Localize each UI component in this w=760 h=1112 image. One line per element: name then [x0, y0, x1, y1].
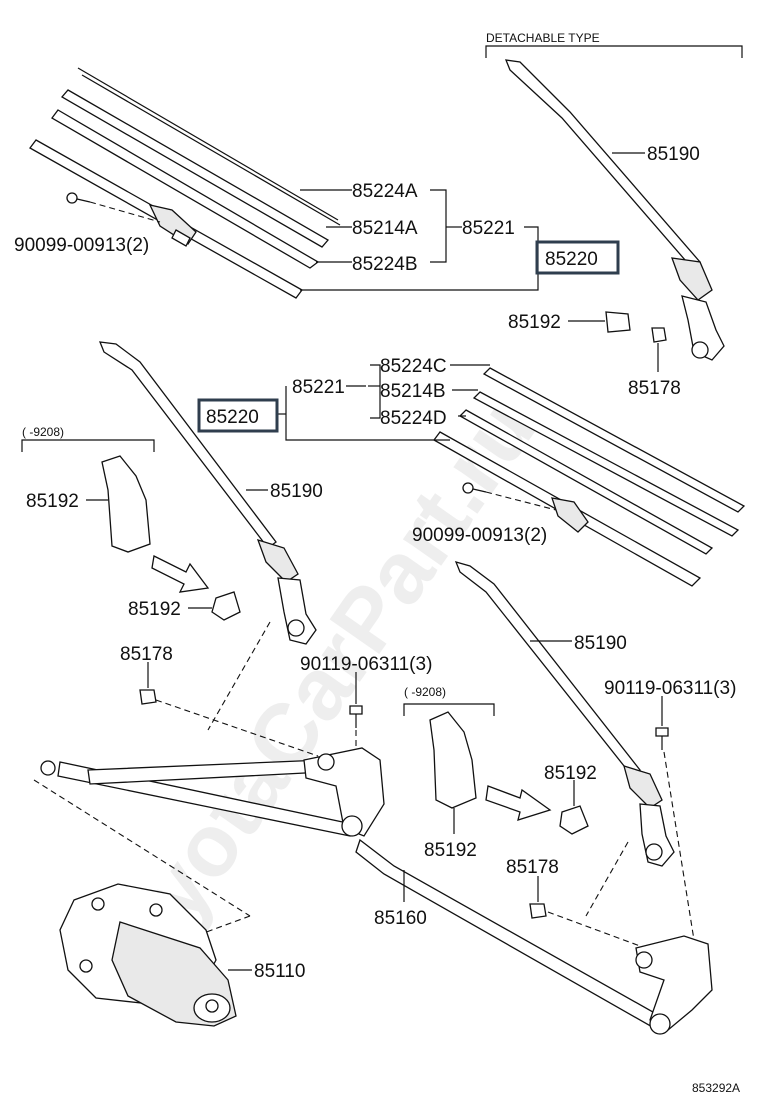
arrow-left [151, 555, 210, 593]
label-85220-mid: 85220 [206, 407, 259, 428]
label-85192-mid: 85192 [424, 840, 477, 861]
label-85221-mid: 85221 [292, 377, 345, 398]
cap-85192-tr [605, 311, 631, 333]
label-85224B: 85224B [352, 254, 418, 275]
cover-85192-left [101, 455, 151, 553]
header-detachable-type: DETACHABLE TYPE [486, 31, 600, 45]
highlight-box-85220-mid [197, 398, 279, 433]
label-85160: 85160 [374, 908, 427, 929]
label-85192-left-cap: 85192 [128, 599, 181, 620]
cap-85192-right [559, 805, 589, 835]
label-85190-right: 85190 [574, 633, 627, 654]
bolt-90119-right [655, 727, 669, 750]
label-85190-tr: 85190 [647, 144, 700, 165]
arrow-right [485, 785, 552, 821]
label-90119-mid: 90119-06311(3) [300, 654, 432, 675]
wiper-arm-mid [98, 341, 317, 645]
label-85192-right-cap: 85192 [544, 763, 597, 784]
label-90119-right: 90119-06311(3) [604, 678, 736, 699]
label-85224C: 85224C [380, 356, 447, 377]
label-85178-left: 85178 [120, 644, 173, 665]
cap-85192-left [211, 591, 241, 621]
label-85214A: 85214A [352, 218, 418, 239]
wiper-motor-85110 [59, 883, 237, 1027]
label-85224A: 85224A [352, 181, 418, 202]
label-85178-right: 85178 [506, 857, 559, 878]
label-85190-mid: 85190 [270, 481, 323, 502]
screw-90099-top [66, 192, 91, 204]
blade-assembly-top [29, 67, 341, 299]
header-range-left: ( -9208) [22, 425, 64, 439]
label-85220-top: 85220 [545, 249, 598, 270]
label-85178-tr: 85178 [628, 378, 681, 399]
highlight-box-85220-top [535, 240, 620, 275]
linkage-85160 [40, 747, 713, 1035]
blade-assembly-mid [433, 367, 746, 587]
label-90099-top: 90099-00913(2) [14, 235, 149, 256]
bolt-90119-mid [349, 705, 363, 728]
label-85221-top: 85221 [462, 218, 515, 239]
nut-85178-left [139, 689, 157, 705]
nut-85178-tr [651, 327, 667, 343]
header-range-mid: ( -9208) [404, 685, 446, 699]
label-85224D: 85224D [380, 408, 447, 429]
cover-85192-mid [429, 711, 477, 809]
label-90099-mid: 90099-00913(2) [412, 525, 547, 546]
label-85110: 85110 [254, 961, 305, 982]
wiper-arm-detachable [504, 59, 725, 361]
diagram-reference-number: 853292A [692, 1081, 740, 1095]
screw-90099-mid [462, 482, 487, 494]
label-85192-left: 85192 [26, 491, 79, 512]
label-85192-tr: 85192 [508, 312, 561, 333]
label-85214B: 85214B [380, 381, 446, 402]
wiper-arm-right [454, 561, 675, 867]
nut-85178-right [529, 903, 547, 919]
